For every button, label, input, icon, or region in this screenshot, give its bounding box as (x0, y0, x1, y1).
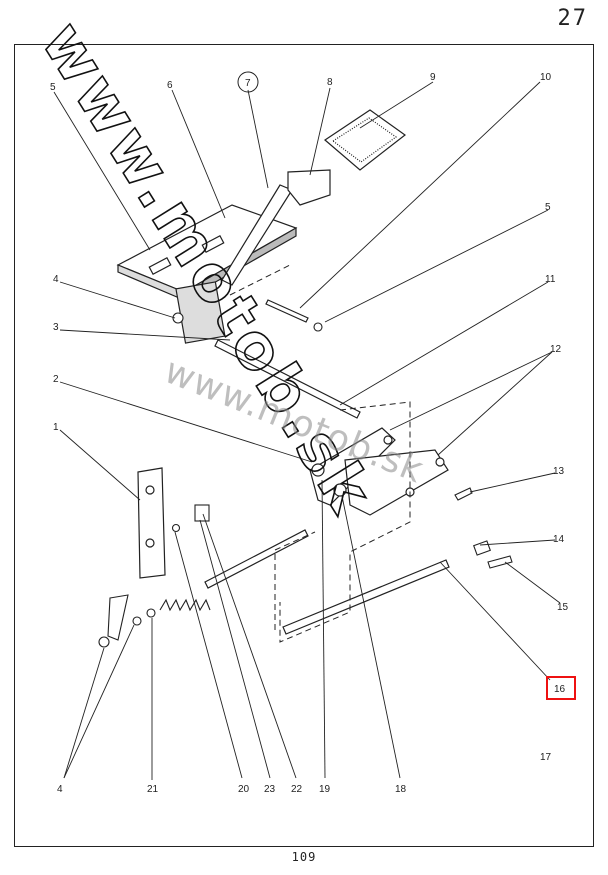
callout-21: 21 (147, 784, 159, 795)
part-1-bracket (137, 467, 166, 579)
callout-11: 11 (545, 274, 556, 285)
callout-5a: 5 (50, 82, 56, 93)
pedal-pad (324, 109, 407, 171)
callout-16-highlight (546, 676, 576, 700)
dashed-guides (229, 264, 411, 643)
callout-1: 1 (53, 422, 59, 433)
callout-labels: 5 6 7 8 9 10 5 11 12 4 3 2 1 13 14 15 16… (50, 72, 569, 795)
callout-22: 22 (291, 784, 303, 795)
callout-9: 9 (430, 72, 436, 83)
callout-4b: 4 (57, 784, 63, 795)
leader-lines (53, 81, 561, 780)
callout-20: 20 (238, 784, 250, 795)
callout-2: 2 (53, 374, 59, 385)
callout-4a: 4 (53, 274, 59, 285)
callout-12: 12 (550, 344, 562, 355)
callout-7: 7 (245, 78, 251, 89)
pedal-arm (175, 169, 331, 344)
callout-7-ring (237, 71, 259, 93)
callout-16: 16 (554, 684, 566, 695)
small-hardware (98, 312, 513, 648)
callout-5b: 5 (545, 202, 551, 213)
page-number: 27 (557, 6, 588, 31)
callout-15: 15 (557, 602, 569, 613)
callout-10: 10 (540, 72, 552, 83)
bottom-page-number: 109 (291, 850, 317, 864)
callout-19: 19 (319, 784, 331, 795)
callout-17: 17 (540, 752, 552, 763)
callout-8: 8 (327, 77, 333, 88)
callout-6: 6 (167, 80, 173, 91)
callout-23: 23 (264, 784, 276, 795)
spring (159, 598, 211, 612)
lever-plates (309, 427, 449, 516)
shafts (204, 299, 450, 635)
callout-14: 14 (553, 534, 565, 545)
drawing-frame (14, 44, 594, 847)
callout-3: 3 (53, 322, 59, 333)
callout-18: 18 (395, 784, 407, 795)
callout-13: 13 (553, 466, 565, 477)
